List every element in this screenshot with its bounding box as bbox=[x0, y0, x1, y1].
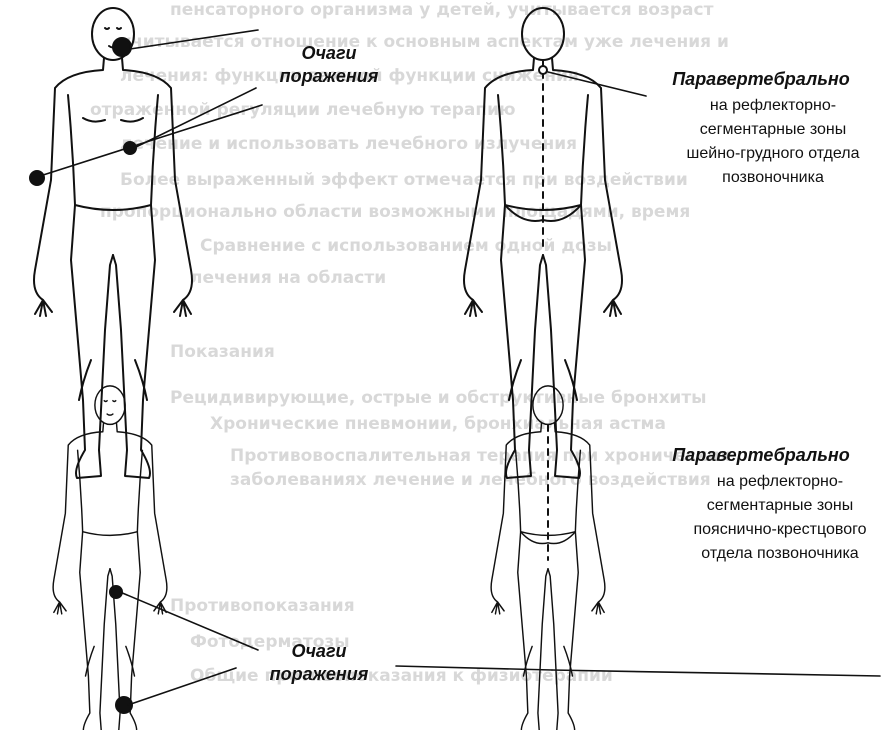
pointer-line bbox=[396, 666, 552, 670]
lesion-label-bottom: Очаги поражения bbox=[246, 640, 392, 686]
front-body-figure-bottom bbox=[53, 386, 167, 730]
paravertebral-title-top: Паравертебрально bbox=[630, 68, 892, 91]
paravertebral-desc-top: на рефлекторно-сегментарные зоны шейно-г… bbox=[680, 94, 866, 190]
pointer-line bbox=[130, 30, 258, 49]
pointer-line bbox=[134, 88, 256, 148]
lesion-dot bbox=[30, 171, 44, 185]
pointer-line bbox=[40, 105, 262, 176]
lesion-dot bbox=[113, 38, 131, 56]
lesion-label-top: Очаги поражения bbox=[256, 42, 402, 88]
pointer-line bbox=[552, 670, 880, 676]
paravertebral-desc-bottom: на рефлекторно-сегментарные зоны пояснич… bbox=[682, 470, 878, 566]
front-body-figure-top bbox=[34, 8, 192, 478]
paravertebral-title-bottom: Паравертебрально bbox=[630, 444, 892, 467]
pointer-line bbox=[120, 592, 258, 650]
pointer-line bbox=[128, 668, 236, 705]
spine-marker-top bbox=[539, 66, 547, 74]
